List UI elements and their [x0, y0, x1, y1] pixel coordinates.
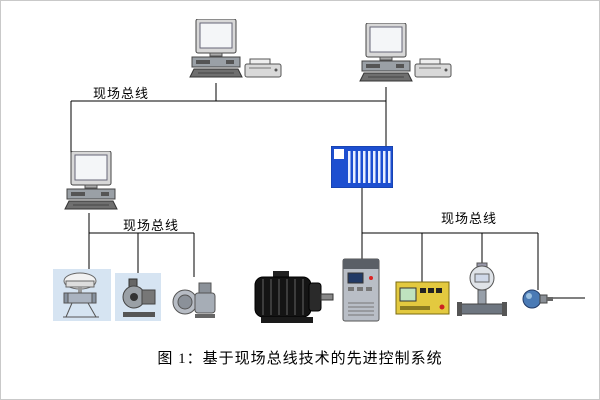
control-valve-node	[53, 269, 111, 321]
io-module-icon	[395, 281, 450, 315]
vfd-drive-icon	[342, 258, 380, 322]
bus-label-lower-right: 现场总线	[441, 211, 498, 226]
printer-icon	[244, 58, 282, 78]
computer-icon	[189, 19, 243, 78]
workstation-top-left	[186, 19, 246, 83]
workstation-left	[61, 151, 121, 215]
control-valve-icon	[53, 269, 111, 321]
plc-node	[331, 146, 393, 188]
printer-top-left	[244, 57, 282, 79]
bus-label-top: 现场总线	[93, 86, 150, 101]
transmitter-node	[457, 261, 507, 323]
computer-icon	[359, 23, 413, 82]
pump-icon	[115, 273, 161, 321]
printer-top-right	[414, 57, 452, 79]
motor-node	[251, 267, 335, 325]
sensor-icon	[522, 289, 553, 309]
printer-icon	[414, 58, 452, 78]
io-module-node	[395, 281, 450, 315]
vfd-node	[341, 257, 381, 323]
flow-transmitter-icon	[457, 262, 507, 316]
figure-caption: 图 1：基于现场总线技术的先进控制系统	[157, 351, 443, 367]
bus-label-lower-left: 现场总线	[123, 218, 180, 233]
valve-actuator-icon	[172, 282, 216, 318]
electric-motor-icon	[254, 271, 334, 323]
sensor-node	[521, 284, 555, 314]
workstation-top-right	[356, 23, 416, 87]
pump-node	[115, 273, 161, 321]
plc-icon	[331, 146, 393, 188]
computer-icon	[64, 151, 118, 210]
valve-actuator-node	[171, 275, 221, 323]
